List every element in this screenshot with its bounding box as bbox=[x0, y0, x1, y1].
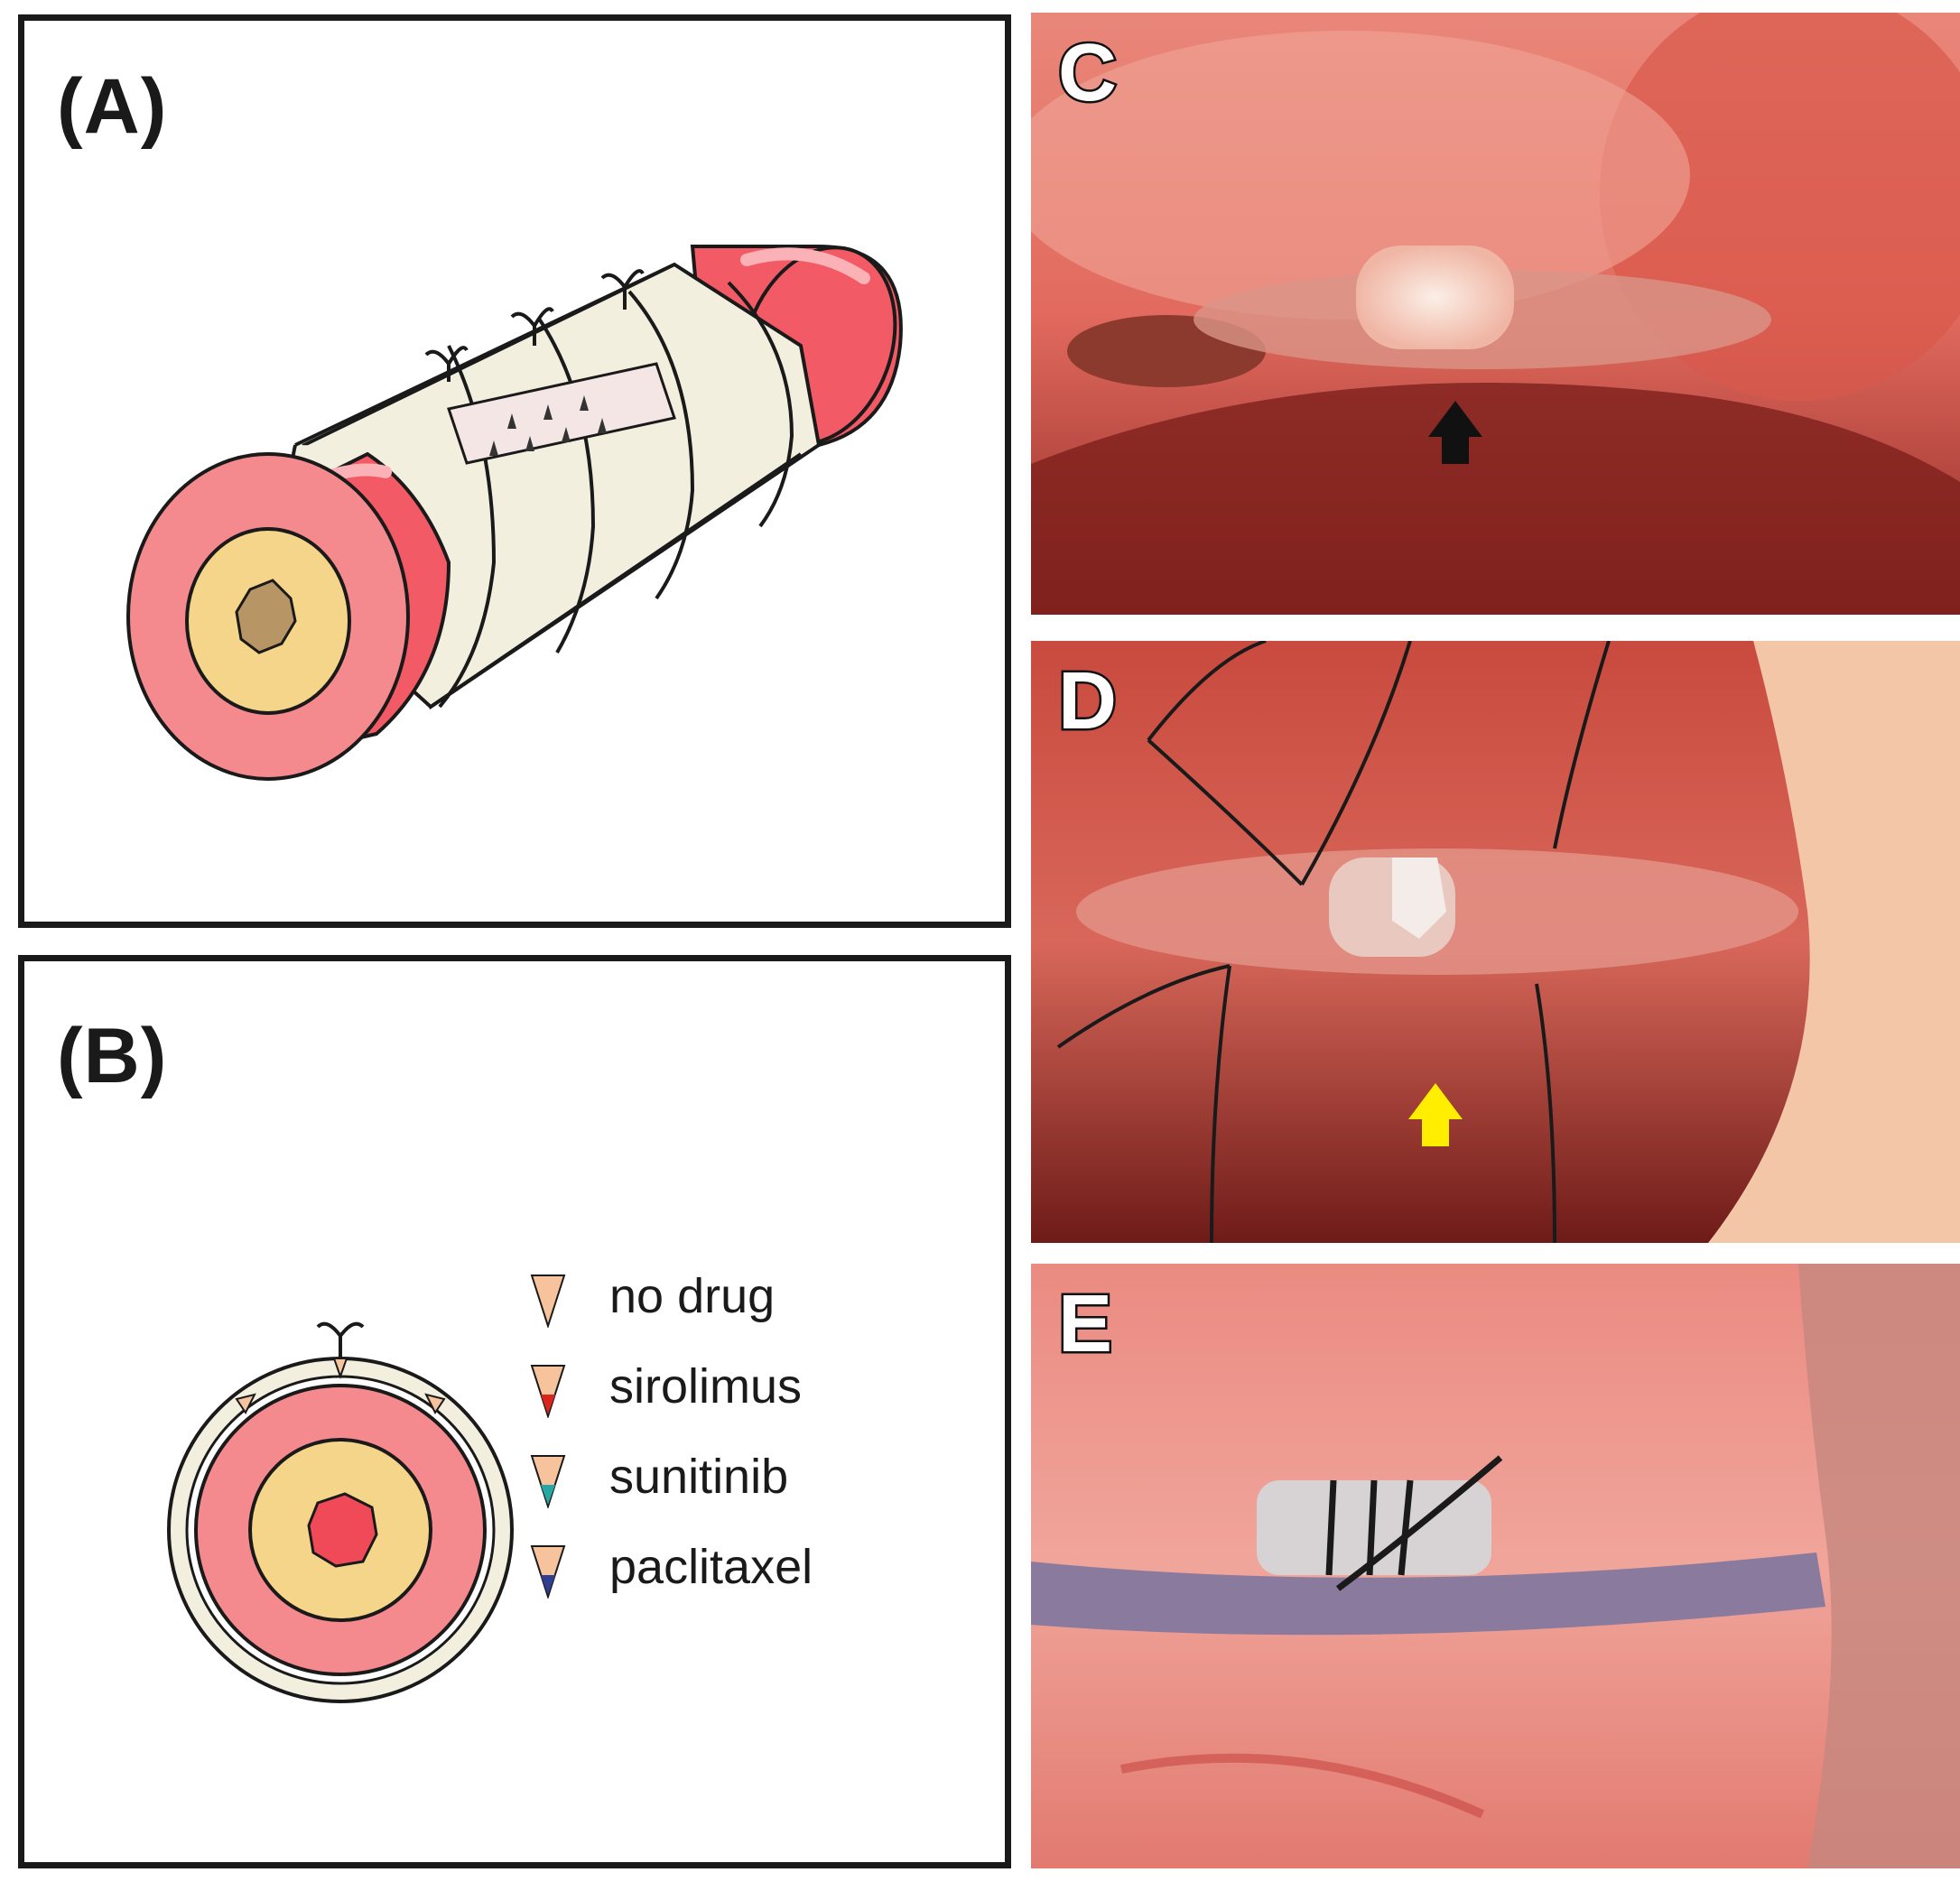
legend-item-sirolimus: sirolimus bbox=[530, 1358, 891, 1422]
photo-e-image bbox=[1031, 1264, 1960, 1868]
wrapped-vessel-illustration bbox=[126, 245, 903, 781]
legend-item-paclitaxel: paclitaxel bbox=[530, 1539, 891, 1602]
panel-e-label: E bbox=[1055, 1279, 1114, 1369]
cone-icon bbox=[530, 1365, 566, 1418]
vessel-front bbox=[126, 451, 451, 781]
panel-d-label: D bbox=[1056, 656, 1119, 746]
photo-d-image bbox=[1031, 641, 1960, 1243]
arrow-d bbox=[1408, 1083, 1463, 1146]
legend-item-sunitinib: sunitinib bbox=[530, 1449, 891, 1512]
photo-c-image bbox=[1031, 13, 1960, 615]
legend-label: paclitaxel bbox=[609, 1540, 813, 1594]
surgical-photo-d: D bbox=[1031, 641, 1960, 1243]
legend-item-no-drug: no drug bbox=[530, 1268, 891, 1331]
suture-knots bbox=[424, 269, 645, 382]
surgical-photo-c: C bbox=[1031, 13, 1960, 615]
surgical-photo-e: E bbox=[1031, 1264, 1960, 1868]
vessel-cross-section bbox=[167, 1321, 514, 1703]
panel-b-illustration: (B) no drug sirolimus bbox=[18, 955, 1011, 1868]
drug-patch bbox=[447, 362, 676, 465]
cone-icon bbox=[530, 1545, 566, 1599]
cone-icon bbox=[530, 1455, 566, 1508]
panel-c-label: C bbox=[1056, 28, 1119, 118]
panel-b-label: (B) bbox=[57, 1013, 168, 1099]
legend-label: sunitinib bbox=[609, 1450, 789, 1504]
panel-a-label: (A) bbox=[57, 63, 168, 150]
cone-icon bbox=[530, 1275, 566, 1328]
legend-label: no drug bbox=[609, 1269, 776, 1323]
arrow-c bbox=[1428, 401, 1482, 464]
panel-a-illustration: (A) bbox=[18, 14, 1011, 928]
legend-label: sirolimus bbox=[609, 1359, 803, 1414]
